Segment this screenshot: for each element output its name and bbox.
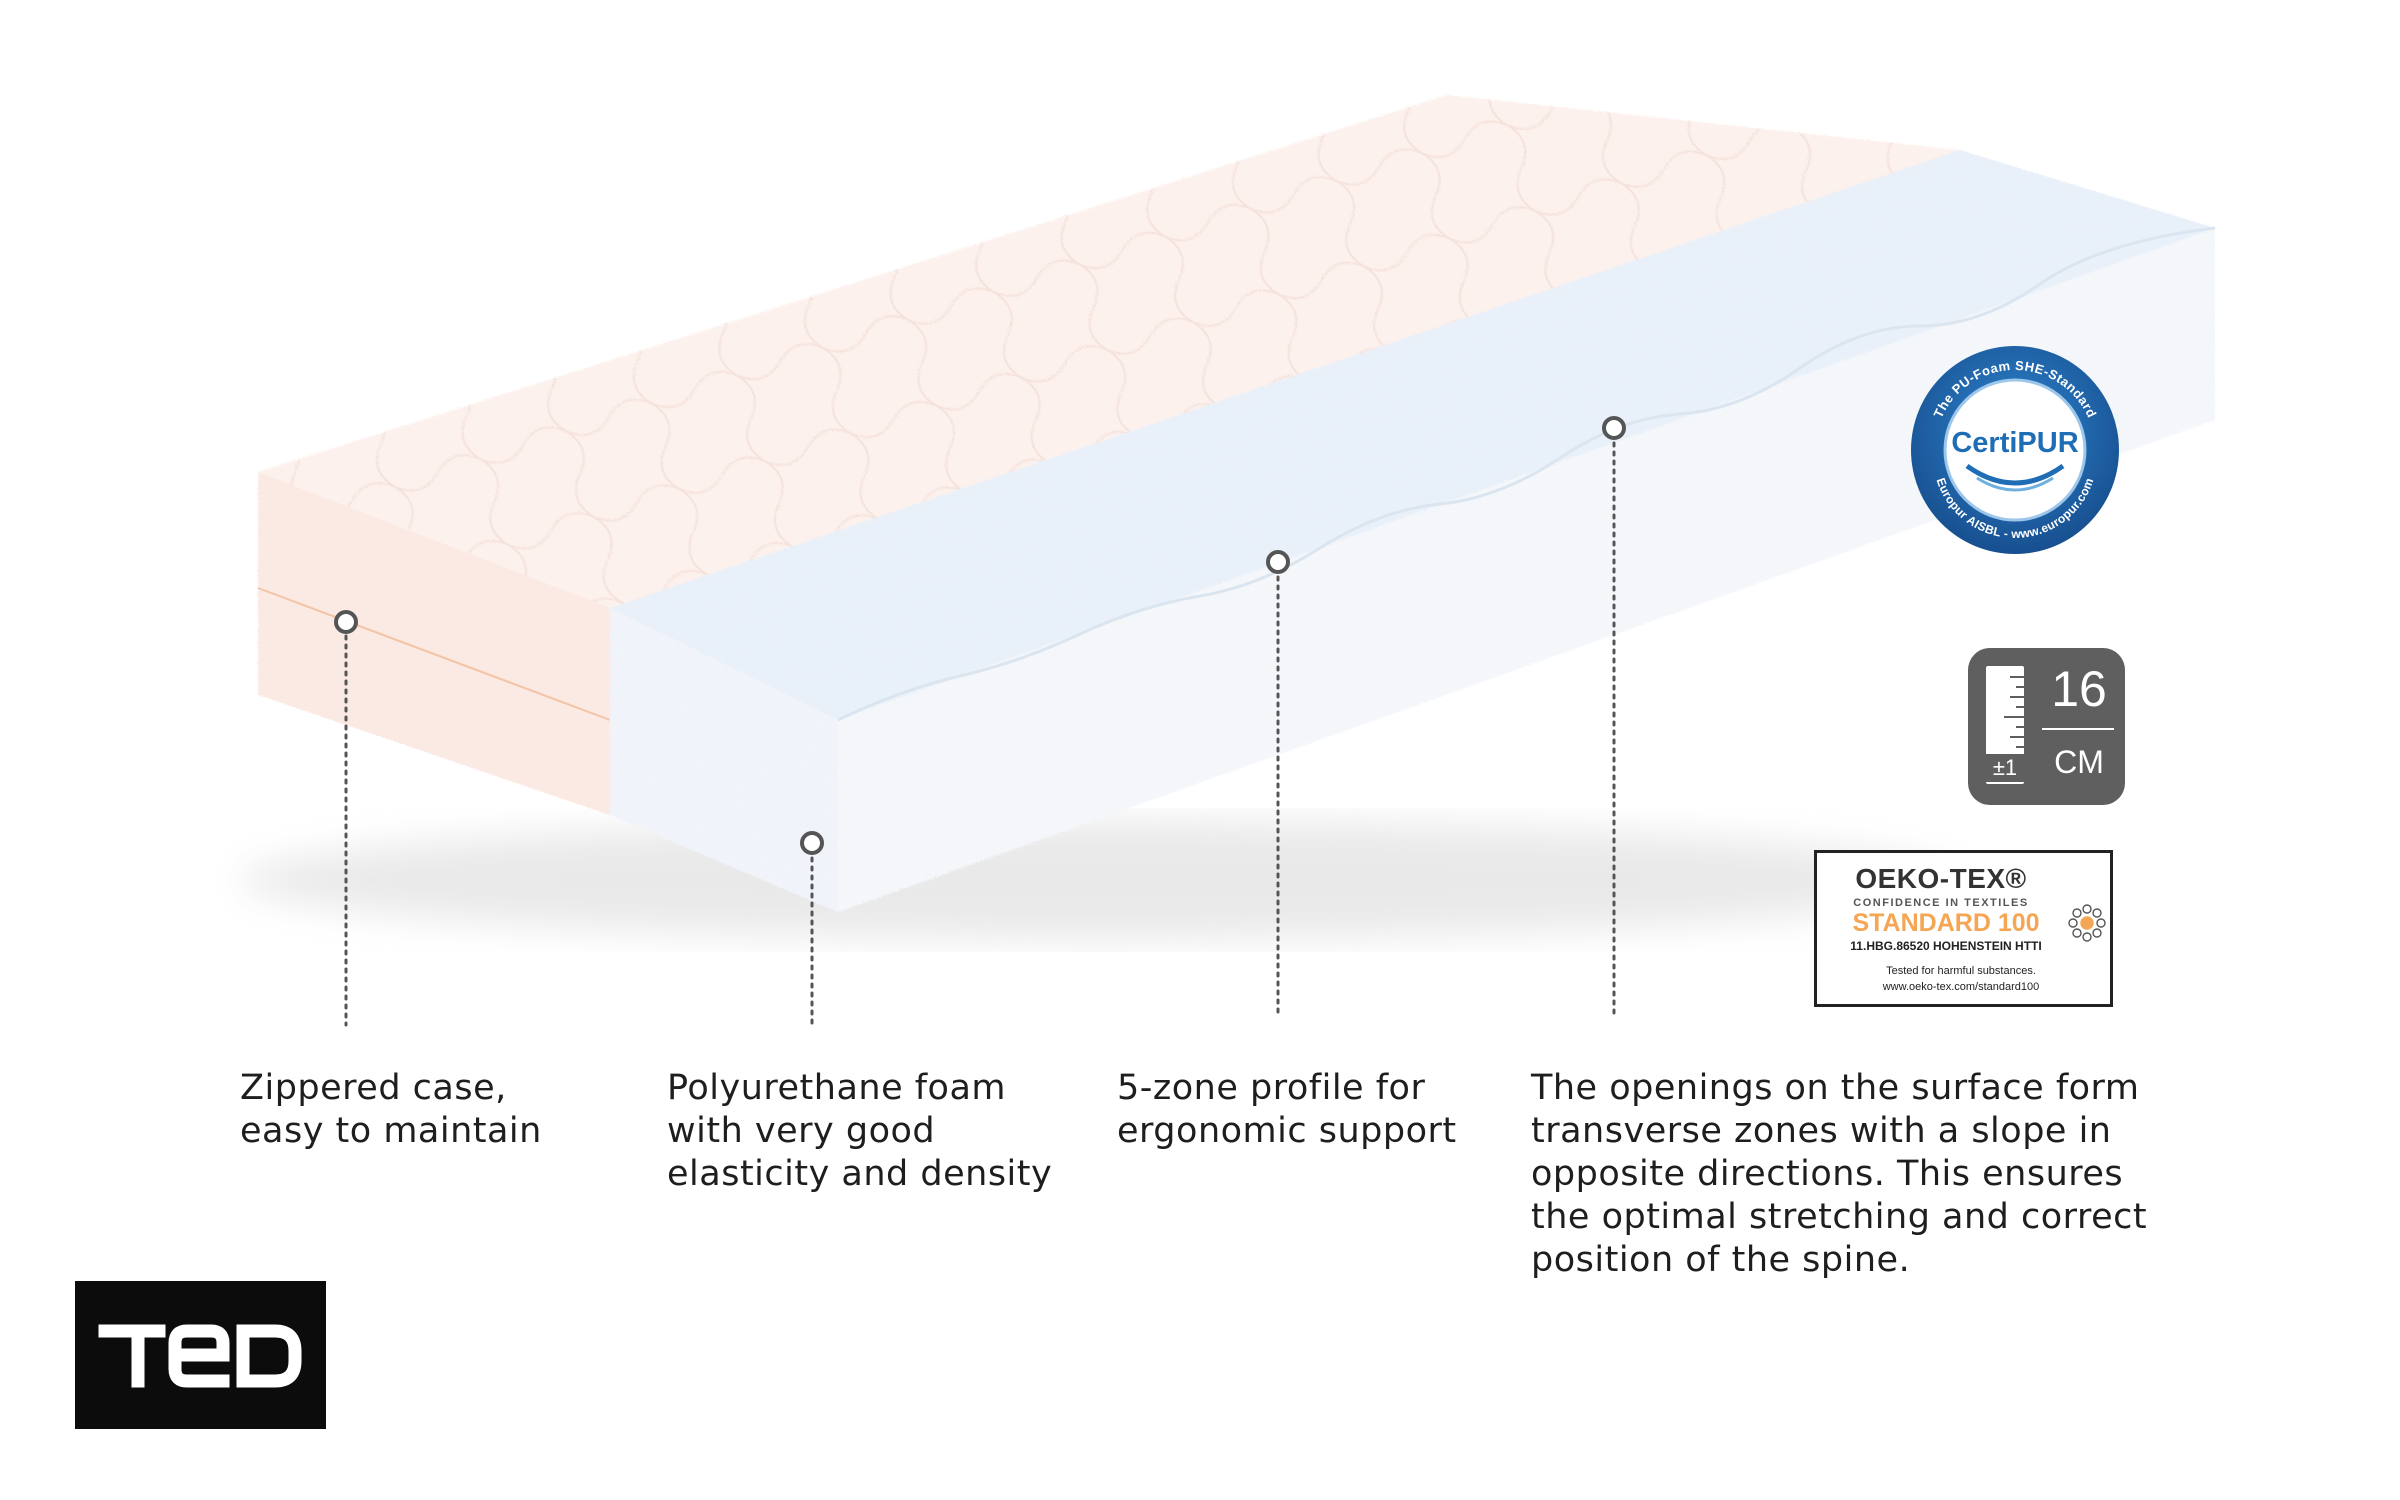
case-front bbox=[258, 472, 610, 815]
marker-openings bbox=[1602, 416, 1626, 1020]
mattress-shadow bbox=[240, 820, 1960, 940]
marker-zipper bbox=[334, 610, 358, 1027]
caption-zippered-case: Zippered case, easy to maintain bbox=[240, 1067, 542, 1153]
caption-line: transverse zones with a slope in bbox=[1531, 1111, 2112, 1151]
caption-line: 5-zone profile for bbox=[1117, 1068, 1426, 1108]
zone-profile-edge bbox=[837, 226, 2216, 722]
caption-polyurethane-foam: Polyurethane foam with very good elastic… bbox=[667, 1067, 1052, 1196]
height-divider bbox=[2042, 728, 2114, 730]
zipper-line bbox=[257, 587, 611, 721]
caption-line: the optimal stretching and correct bbox=[1531, 1197, 2148, 1237]
height-badge: ±1 16 CM bbox=[1968, 648, 2125, 805]
caption-line: easy to maintain bbox=[240, 1111, 542, 1151]
ted-logo-wordmark bbox=[98, 1324, 302, 1388]
height-value: 16 bbox=[2051, 661, 2107, 717]
certipur-name: CertiPUR bbox=[1951, 427, 2078, 459]
caption-5-zone-profile: 5-zone profile for ergonomic support bbox=[1117, 1067, 1457, 1153]
oekotex-code: 11.HBG.86520 HOHENSTEIN HTTI bbox=[1850, 939, 2042, 953]
height-unit: CM bbox=[2054, 744, 2104, 780]
marker-foam bbox=[800, 831, 824, 1027]
caption-surface-openings: The openings on the surface form transve… bbox=[1531, 1067, 2147, 1282]
certipur-badge: The PU-Foam SHE-Standard Europur AISBL -… bbox=[1911, 346, 2119, 554]
caption-line: position of the spine. bbox=[1531, 1240, 1911, 1280]
oekotex-subtitle: CONFIDENCE IN TEXTILES bbox=[1853, 897, 2029, 909]
marker-zones bbox=[1266, 550, 1290, 1020]
oekotex-standard: STANDARD 100 bbox=[1852, 909, 2040, 937]
caption-line: elasticity and density bbox=[667, 1154, 1053, 1194]
oekotex-flower-icon bbox=[2068, 904, 2106, 942]
caption-line: Polyurethane foam bbox=[667, 1068, 1007, 1108]
height-tolerance: ±1 bbox=[1982, 754, 2028, 782]
caption-line: The openings on the surface form bbox=[1531, 1068, 2140, 1108]
oekotex-label: OEKO-TEX® CONFIDENCE IN TEXTILES STANDAR… bbox=[1814, 850, 2113, 1007]
caption-line: with very good bbox=[667, 1111, 936, 1151]
oekotex-brand: OEKO-TEX® bbox=[1855, 863, 2027, 894]
oekotex-url: www.oeko-tex.com/standard100 bbox=[1882, 981, 2040, 993]
caption-line: ergonomic support bbox=[1117, 1111, 1457, 1151]
caption-line: opposite directions. This ensures bbox=[1531, 1154, 2124, 1194]
oekotex-tested: Tested for harmful substances. bbox=[1886, 965, 2036, 977]
caption-line: Zippered case, bbox=[240, 1068, 507, 1108]
ted-logo bbox=[75, 1281, 326, 1429]
